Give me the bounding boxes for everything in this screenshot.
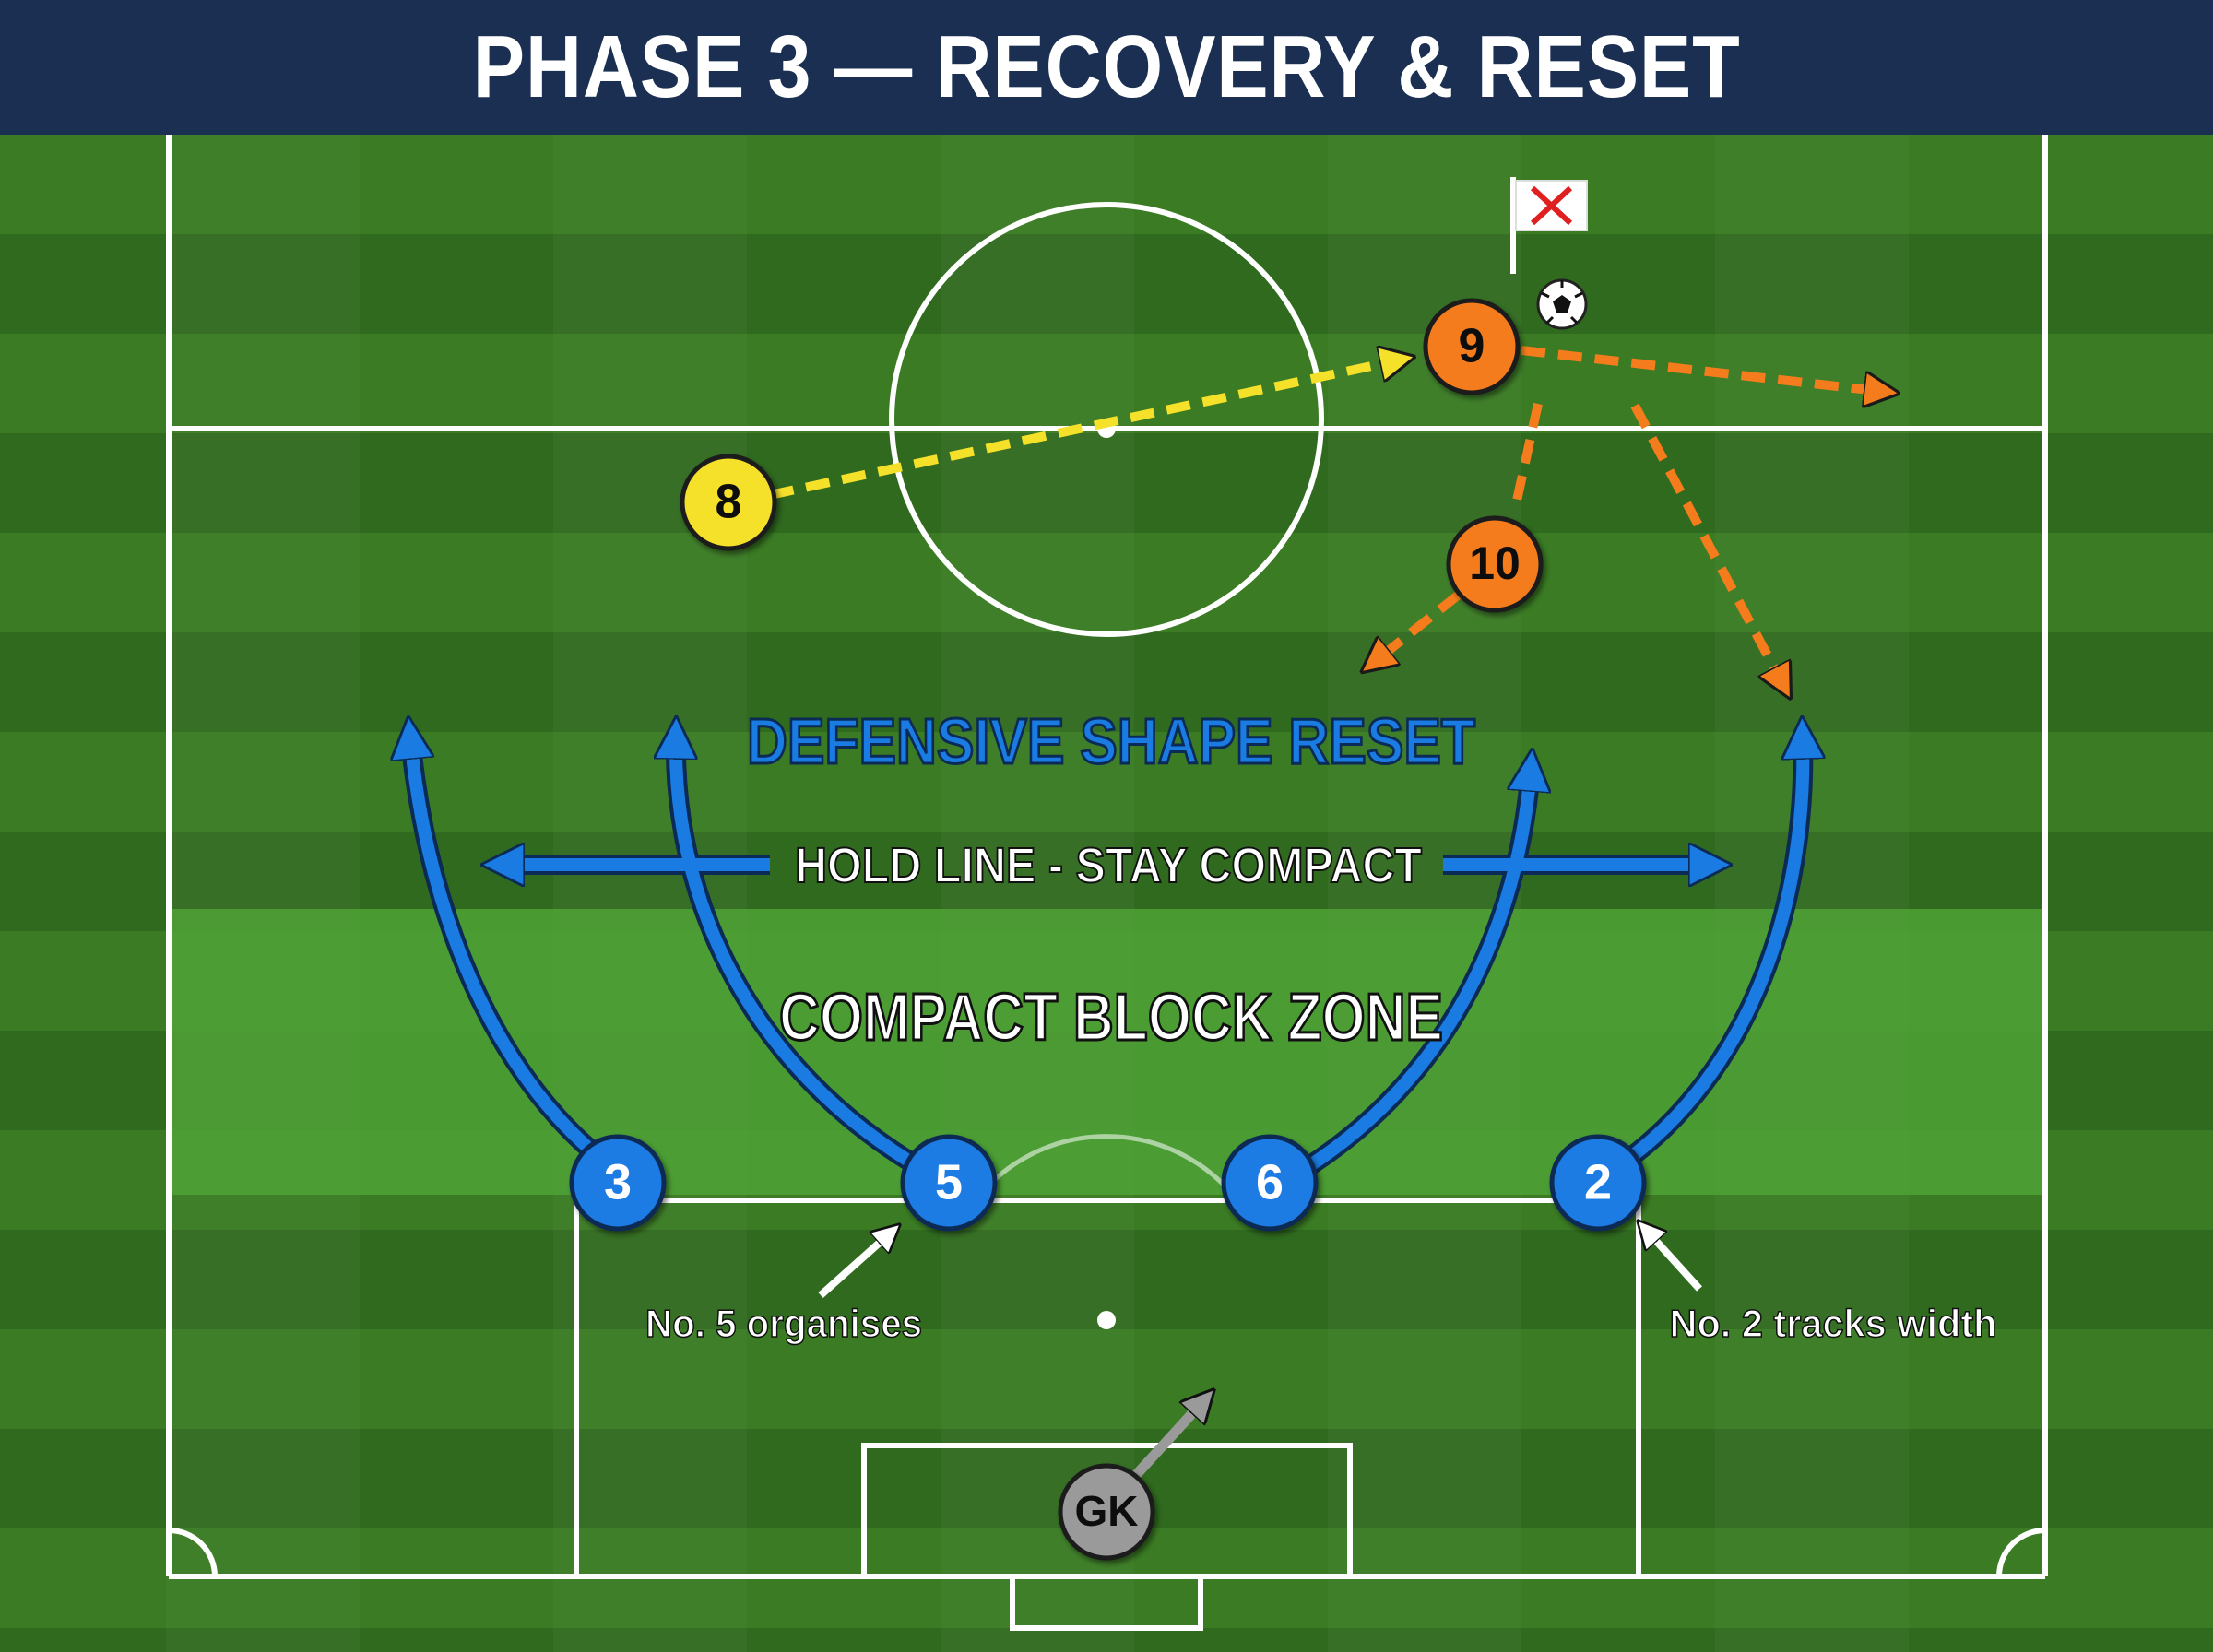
offside-flag-icon <box>1510 177 1588 274</box>
defender-5-number: 5 <box>935 1154 963 1210</box>
penalty-arc <box>974 1134 1239 1202</box>
player-10-number: 10 <box>1469 537 1521 589</box>
goalkeeper-label: GK <box>1075 1487 1139 1535</box>
goalkeeper: GK <box>1058 1463 1155 1561</box>
penalty-spot <box>1097 1311 1116 1329</box>
defender-6-number: 6 <box>1256 1154 1284 1210</box>
player-9-number: 9 <box>1459 320 1485 373</box>
run-9-wide-arrow <box>1521 346 1886 392</box>
recovery-arrow-5 <box>676 738 926 1175</box>
run-10-inside-arrow <box>1372 591 1462 664</box>
player-8: 8 <box>680 454 777 551</box>
player-8-number: 8 <box>716 476 742 529</box>
note-5-label: No. 5 organises <box>645 1302 922 1345</box>
block-zone-label: COMPACT BLOCK ZONE <box>779 981 1443 1055</box>
defender-5: 5 <box>900 1134 998 1232</box>
grass-stripes <box>0 135 2213 1628</box>
defender-2: 2 <box>1549 1134 1647 1232</box>
defender-3-number: 3 <box>604 1154 632 1210</box>
recovery-arrow-6 <box>1301 770 1531 1174</box>
recovery-arrow-2 <box>1623 738 1803 1165</box>
run-9-deep-arrow <box>1630 403 1784 687</box>
note-2-pointer <box>1647 1231 1702 1292</box>
player-10: 10 <box>1446 515 1544 613</box>
defender-3: 3 <box>569 1134 667 1232</box>
shape-reset-heading: DEFENSIVE SHAPE RESET <box>747 705 1475 777</box>
diagram-title: PHASE 3 — RECOVERY & RESET <box>472 18 1741 116</box>
run-8-to-9-arrow <box>768 360 1402 500</box>
title-bar: PHASE 3 — RECOVERY & RESET <box>0 0 2213 135</box>
football-icon <box>1536 278 1588 330</box>
player-9: 9 <box>1423 298 1521 395</box>
note-5-pointer <box>818 1233 890 1298</box>
hold-line-label: HOLD LINE - STAY COMPACT <box>795 838 1422 893</box>
note-2-label: No. 2 tracks width <box>1670 1302 1997 1345</box>
defender-6: 6 <box>1221 1134 1319 1232</box>
recovery-arrow-3 <box>410 738 607 1165</box>
keeper-step-arrow <box>1131 1401 1203 1479</box>
defender-2-number: 2 <box>1584 1154 1612 1210</box>
link-9-to-10-line <box>1510 402 1543 511</box>
